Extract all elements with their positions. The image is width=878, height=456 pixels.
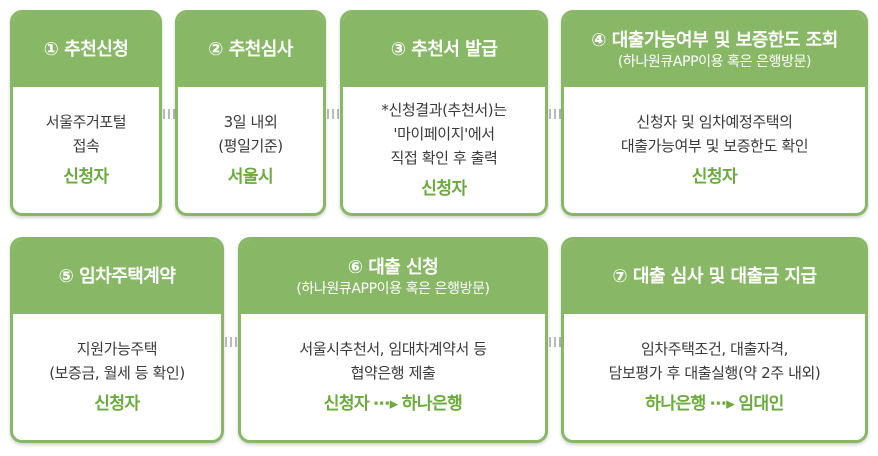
connector-2-3 (327, 108, 339, 120)
step-6-actor-flow: 신청자⋯▸하나은행 (324, 391, 463, 417)
step-5-line-2: (보증금, 월세 등 확인) (49, 364, 185, 382)
step-1-actor: 신청자 (63, 167, 109, 187)
step-6-actor-to: 하나은행 (401, 394, 463, 414)
step-6-line-2: 협약은행 제출 (350, 364, 436, 382)
step-3-line-1: *신청결과(추천서)는 (381, 101, 507, 119)
step-2-header: ② 추천심사 (178, 13, 323, 87)
step-5-line-1: 지원가능주택 (76, 340, 158, 358)
step-7-header: ⑦ 대출 심사 및 대출금 지급 (564, 240, 865, 314)
step-5-header: ⑤ 임차주택계약 (13, 240, 221, 314)
step-5-body: 지원가능주택 (보증금, 월세 등 확인) 신청자 (13, 314, 221, 440)
step-1-title: ① 추천신청 (43, 39, 129, 60)
step-5-card: ⑤ 임차주택계약 지원가능주택 (보증금, 월세 등 확인) 신청자 (10, 237, 224, 443)
step-4-card: ④ 대출가능여부 및 보증한도 조회 (하나원큐APP이용 혹은 은행방문) 신… (561, 10, 868, 216)
step-7-line-1: 임차주택조건, 대출자격, (640, 340, 789, 358)
step-7-body: 임차주택조건, 대출자격, 담보평가 후 대출실행(약 2주 내외) 하나은행⋯… (564, 314, 865, 440)
connector-3-4 (549, 108, 561, 120)
step-7-card: ⑦ 대출 심사 및 대출금 지급 임차주택조건, 대출자격, 담보평가 후 대출… (561, 237, 868, 443)
step-7-actor-to: 임대인 (738, 394, 784, 414)
step-6-subtitle: (하나원큐APP이용 혹은 은행방문) (296, 280, 490, 297)
step-6-card: ⑥ 대출 신청 (하나원큐APP이용 혹은 은행방문) 서울시추천서, 임대차계… (238, 237, 548, 443)
step-3-line-3: 직접 확인 후 출력 (390, 149, 498, 167)
flow-arrow-icon: ⋯▸ (373, 394, 398, 414)
step-1-body: 서울주거포털 접속 신청자 (13, 87, 159, 213)
step-3-body: *신청결과(추천서)는 '마이페이지'에서 직접 확인 후 출력 신청자 (343, 87, 545, 213)
connector-1-2 (163, 108, 175, 120)
step-4-line-1: 신청자 및 임차예정주택의 (636, 113, 793, 131)
step-3-line-2: '마이페이지'에서 (393, 125, 495, 143)
step-4-subtitle: (하나원큐APP이용 혹은 은행방문) (617, 53, 812, 70)
step-3-title: ③ 추천서 발급 (390, 39, 498, 60)
connector-5-6 (225, 336, 237, 348)
step-3-actor: 신청자 (421, 179, 467, 199)
step-7-actor-from: 하나은행 (645, 394, 706, 414)
step-6-line-1: 서울시추천서, 임대차계약서 등 (299, 340, 487, 358)
step-6-header: ⑥ 대출 신청 (하나원큐APP이용 혹은 은행방문) (241, 240, 545, 314)
step-6-actor-from: 신청자 (323, 394, 370, 414)
step-5-actor: 신청자 (94, 394, 140, 414)
step-4-body: 신청자 및 임차예정주택의 대출가능여부 및 보증한도 확인 신청자 (564, 87, 865, 213)
step-2-body: 3일 내외 (평일기준) 서울시 (178, 87, 323, 213)
step-2-line-1: 3일 내외 (223, 113, 278, 131)
step-2-card: ② 추천심사 3일 내외 (평일기준) 서울시 (175, 10, 326, 216)
step-1-card: ① 추천신청 서울주거포털 접속 신청자 (10, 10, 162, 216)
step-1-header: ① 추천신청 (13, 13, 159, 87)
step-4-title: ④ 대출가능여부 및 보증한도 조회 (591, 29, 838, 51)
step-3-header: ③ 추천서 발급 (343, 13, 545, 87)
step-1-line-2: 접속 (72, 137, 100, 155)
step-7-title: ⑦ 대출 심사 및 대출금 지급 (612, 266, 817, 287)
step-7-line-2: 담보평가 후 대출실행(약 2주 내외) (608, 364, 821, 382)
step-2-line-2: (평일기준) (218, 137, 283, 155)
flow-arrow-icon: ⋯▸ (709, 394, 735, 414)
step-6-body: 서울시추천서, 임대차계약서 등 협약은행 제출 신청자⋯▸하나은행 (241, 314, 545, 440)
step-4-line-2: 대출가능여부 및 보증한도 확인 (620, 137, 809, 155)
step-4-actor: 신청자 (691, 167, 738, 187)
step-7-actor-flow: 하나은행⋯▸임대인 (645, 391, 784, 417)
step-2-actor: 서울시 (227, 167, 274, 187)
connector-6-7 (549, 336, 561, 348)
step-2-title: ② 추천심사 (208, 39, 293, 60)
step-3-card: ③ 추천서 발급 *신청결과(추천서)는 '마이페이지'에서 직접 확인 후 출… (340, 10, 548, 216)
step-6-title: ⑥ 대출 신청 (347, 256, 439, 278)
step-1-line-1: 서울주거포털 (45, 113, 127, 131)
step-5-title: ⑤ 임차주택계약 (58, 266, 176, 287)
step-4-header: ④ 대출가능여부 및 보증한도 조회 (하나원큐APP이용 혹은 은행방문) (564, 13, 865, 87)
